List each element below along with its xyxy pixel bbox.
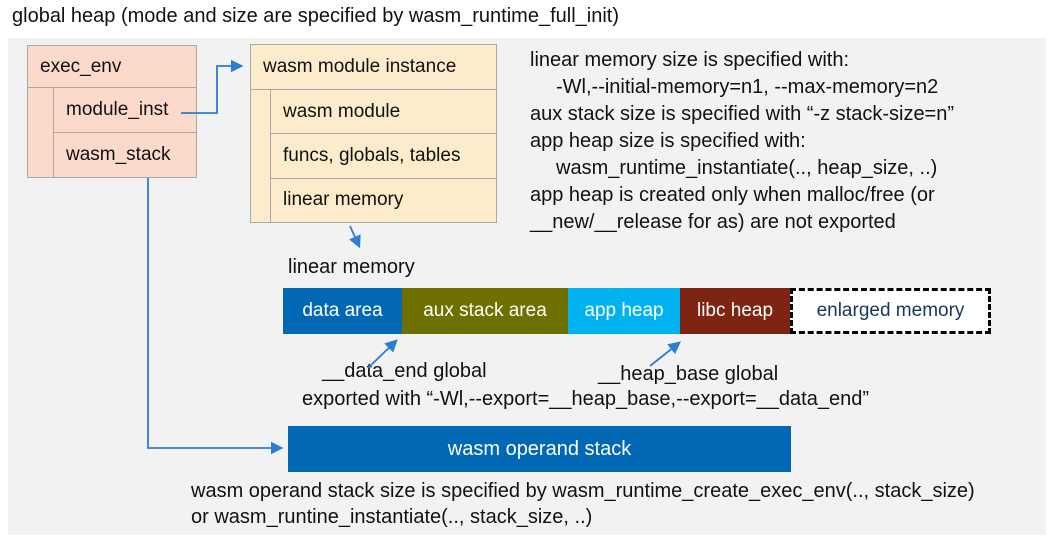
note-line: aux stack size is specified with “-z sta…	[530, 103, 955, 125]
segment-aux-stack-area: aux stack area	[402, 288, 568, 334]
note-line: app heap size is specified with:	[530, 130, 806, 152]
operand-stack-note-line-2: or wasm_runtine_instantiate(.., stack_si…	[191, 506, 593, 528]
module-instance-row-wasm-module: wasm module	[271, 90, 496, 135]
heap-base-global-label: __heap_base global	[598, 363, 779, 385]
linear-memory-label: linear memory	[288, 256, 415, 278]
note-line: -Wl,--initial-memory=n1, --max-memory=n2	[556, 76, 939, 98]
exec-env-box: exec_env module_inst wasm_stack	[27, 45, 197, 178]
exec-env-header: exec_env	[28, 46, 196, 88]
module-instance-row-linear-memory: linear memory	[283, 189, 404, 211]
segment-app-heap: app heap	[568, 288, 680, 334]
note-line: linear memory size is specified with:	[530, 49, 849, 71]
linker-notes: linear memory size is specified with: -W…	[530, 47, 954, 236]
segment-libc-heap: libc heap	[680, 288, 790, 334]
note-line: wasm_runtime_instantiate(.., heap_size, …	[556, 157, 938, 179]
note-line: app heap is created only when malloc/fre…	[530, 184, 935, 206]
module-instance-row-funcs-globals-tables: funcs, globals, tables	[271, 134, 496, 179]
exec-env-row-wasm-stack: wasm_stack	[66, 144, 171, 165]
module-instance-body: wasm module funcs, globals, tables linea…	[270, 90, 496, 222]
operand-stack-note-line-1: wasm operand stack size is specified by …	[191, 480, 975, 502]
exec-env-body: module_inst wasm_stack	[53, 88, 196, 177]
linear-memory-bar: data area aux stack area app heap libc h…	[283, 288, 991, 334]
operand-stack-note: wasm operand stack size is specified by …	[191, 478, 975, 530]
segment-enlarged-memory: enlarged memory	[790, 288, 991, 334]
note-line: __new/__release for as) are not exported	[530, 211, 896, 233]
module-instance-box: wasm module instance wasm module funcs, …	[250, 44, 497, 223]
exec-env-row-module-inst: module_inst	[54, 88, 196, 133]
module-instance-header: wasm module instance	[251, 45, 496, 90]
wasm-operand-stack-box: wasm operand stack	[288, 426, 791, 472]
segment-data-area: data area	[283, 288, 402, 334]
export-note-label: exported with “-Wl,--export=__heap_base,…	[302, 388, 869, 410]
data-end-global-label: __data_end global	[322, 360, 487, 382]
diagram-title: global heap (mode and size are specified…	[12, 5, 619, 27]
